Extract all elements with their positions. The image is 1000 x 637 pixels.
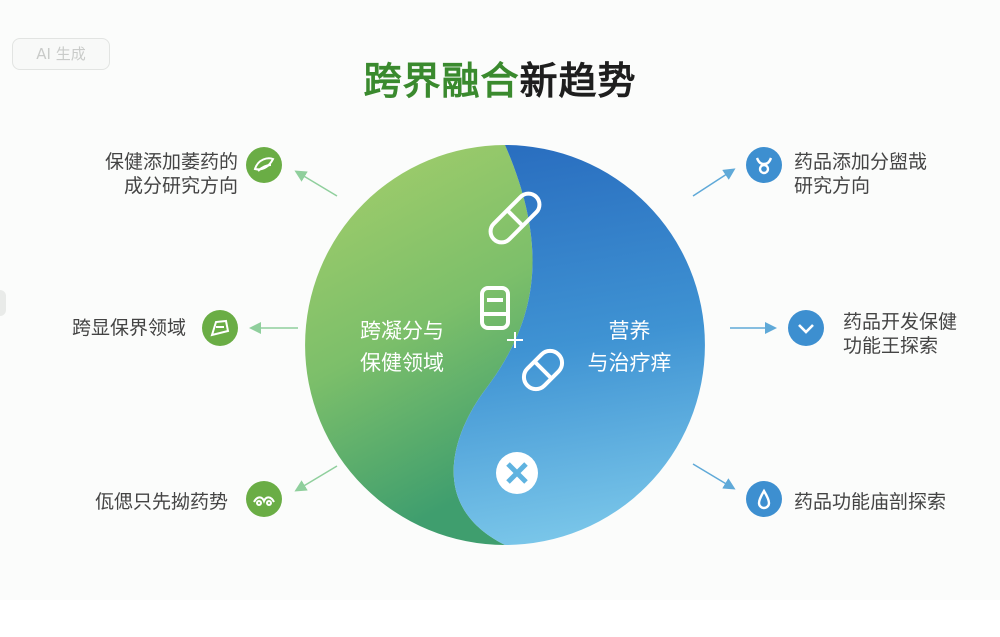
right-item-3-line1: 药品功能庙剖探索 (794, 491, 947, 513)
leaves-icon (246, 481, 282, 517)
right-item-3: 药品功能庙剖探索 (794, 490, 990, 514)
arrow-right-bottom (692, 463, 736, 490)
center-left-line1: 跨凝分与 (360, 319, 444, 343)
left-item-3-line1: 佤偲只先拗药势 (94, 491, 228, 513)
center-left-line2: 保健领域 (360, 351, 444, 375)
leaf-swirl-icon (246, 147, 282, 183)
right-item-2: 药品开发保健 功能王探索 (843, 310, 993, 358)
yin-yang-diagram (305, 145, 705, 545)
title-highlight: 跨界融合 (363, 59, 520, 103)
right-item-1-line1: 药品添加分盥哉 (794, 151, 928, 173)
page-edge-handle[interactable] (0, 290, 6, 316)
left-item-1-line2: 成分研究方向 (123, 175, 238, 197)
bottom-band (0, 600, 1000, 637)
arrow-left-bottom (294, 465, 338, 492)
sparkle-icon (507, 332, 523, 348)
molecule-icon (746, 147, 782, 183)
herb-leaf-icon (202, 310, 238, 346)
arrow-right-top (692, 168, 736, 197)
drop-icon (746, 481, 782, 517)
right-item-2-line1: 药品开发保健 (843, 311, 958, 333)
left-item-1: 保健添加萎药的 成分研究方向 (60, 150, 238, 198)
blue-half (453, 145, 705, 545)
ai-generated-badge: AI 生成 (12, 38, 110, 70)
center-right-line1: 营养 (608, 319, 651, 343)
left-item-2: 跨显保界领域 (30, 316, 186, 340)
right-item-1-line2: 研究方向 (794, 175, 871, 197)
capsule-icon (488, 191, 542, 245)
center-left-label: 跨凝分与 保健领域 (342, 315, 462, 379)
pill-bottle-icon (480, 286, 510, 330)
center-right-label: 营养 与治疗痒 (572, 315, 687, 379)
left-item-3: 佤偲只先拗药势 (50, 490, 228, 514)
cross-tablet-icon (496, 452, 538, 494)
right-item-2-line2: 功能王探索 (843, 335, 939, 357)
arrow-left-top (294, 170, 338, 197)
right-item-1: 药品添加分盥哉 研究方向 (794, 150, 984, 198)
connector-arrows (249, 168, 777, 492)
green-half (305, 145, 533, 545)
center-right-line2: 与治疗痒 (587, 351, 672, 375)
left-item-2-line1: 跨显保界领域 (71, 317, 186, 339)
left-item-1-line1: 保健添加萎药的 (104, 151, 238, 173)
title-rest: 新趋势 (519, 59, 637, 103)
page-title: 跨界融合新趋势 (0, 50, 1000, 105)
chevron-down-icon (788, 310, 824, 346)
